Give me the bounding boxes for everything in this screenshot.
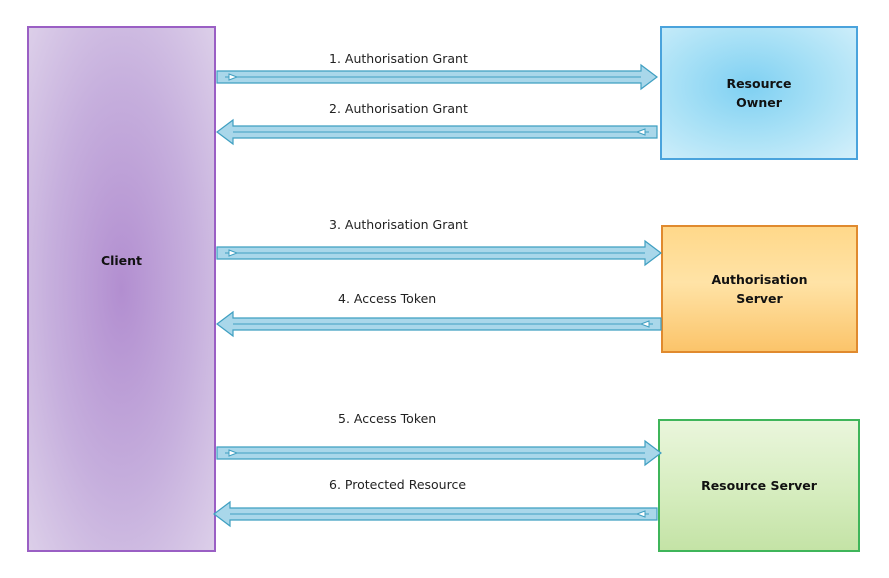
resource-owner-label-line2: Owner (736, 95, 782, 110)
flow-arrow-3-tail-marker (228, 249, 239, 257)
client-label: Client (100, 253, 143, 268)
flow-arrow-5-tail-marker (228, 449, 239, 457)
flow-label-5: 5. Access Token (338, 411, 437, 426)
resource-owner-node: Resource Owner (660, 26, 858, 160)
authorisation-server-label-line2: Server (736, 291, 783, 306)
resource-server-label: Resource Server (701, 478, 817, 493)
flow-arrow-1-tail-marker (228, 73, 239, 81)
authorisation-server-label-line1: Authorisation (711, 272, 808, 287)
flow-label-1: 1. Authorisation Grant (329, 51, 468, 66)
flow-arrow-4-tail-marker (639, 320, 650, 328)
flow-label-2: 2. Authorisation Grant (329, 101, 468, 116)
flow-arrow-2-tail-marker (635, 128, 646, 136)
flow-label-3: 3. Authorisation Grant (329, 217, 468, 232)
flow-arrow-6-tail-marker (635, 510, 646, 518)
resource-owner-label-line1: Resource (726, 76, 792, 91)
flow-label-6: 6. Protected Resource (329, 477, 467, 492)
resource-server-node: Resource Server (658, 419, 860, 552)
authorisation-server-node: Authorisation Server (661, 225, 858, 353)
client-node: Client (27, 26, 216, 552)
flow-label-4: 4. Access Token (338, 291, 437, 306)
